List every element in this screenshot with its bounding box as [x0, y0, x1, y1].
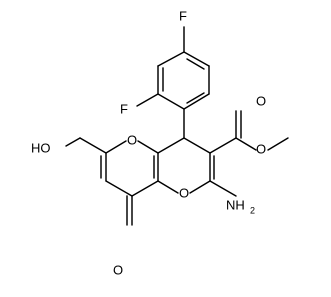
pyrano-pyran-core [100, 108, 215, 226]
carbonyl-oxygen-label: O [113, 262, 123, 277]
bond-to-oxygen [137, 140, 159, 154]
double-bond-inner [186, 58, 205, 70]
bond [183, 51, 210, 67]
bond [183, 93, 210, 110]
double-bond-inner [186, 92, 205, 104]
bond [105, 180, 133, 197]
bond-to-amino [209, 180, 237, 197]
bond [183, 137, 211, 154]
bond-to-hydroxyl [65, 137, 81, 147]
fluorine-top-label: F [179, 8, 187, 23]
bond [79, 137, 107, 154]
bond-to-ester-oxygen [235, 137, 257, 151]
bond [157, 137, 185, 154]
amino-subscript-label: 2 [250, 205, 255, 215]
hydroxyl-label: HO [31, 140, 51, 155]
bond [157, 93, 185, 110]
bond [131, 180, 159, 197]
ring-oxygen-lower-label: O [179, 185, 189, 200]
bond-from-oxygen [105, 140, 127, 154]
ester-oxygen-label: O [256, 141, 266, 156]
amino-label: NH [226, 197, 245, 212]
fluorine-left-label: F [120, 101, 128, 116]
ester-carbonyl-oxygen-label: O [256, 93, 266, 108]
ring-oxygen-upper-label: O [127, 132, 137, 147]
bond-to-fluorine [136, 93, 159, 107]
methyl-ester-group [209, 110, 289, 154]
difluorophenyl-ring [136, 26, 210, 110]
bond [157, 51, 185, 67]
ester-methyl-bond [267, 137, 289, 151]
hydroxymethyl-group [65, 137, 107, 154]
bond-from-oxygen [157, 180, 179, 194]
bond-to-oxygen [189, 180, 211, 194]
amino-group [209, 180, 237, 197]
bond [209, 137, 237, 154]
